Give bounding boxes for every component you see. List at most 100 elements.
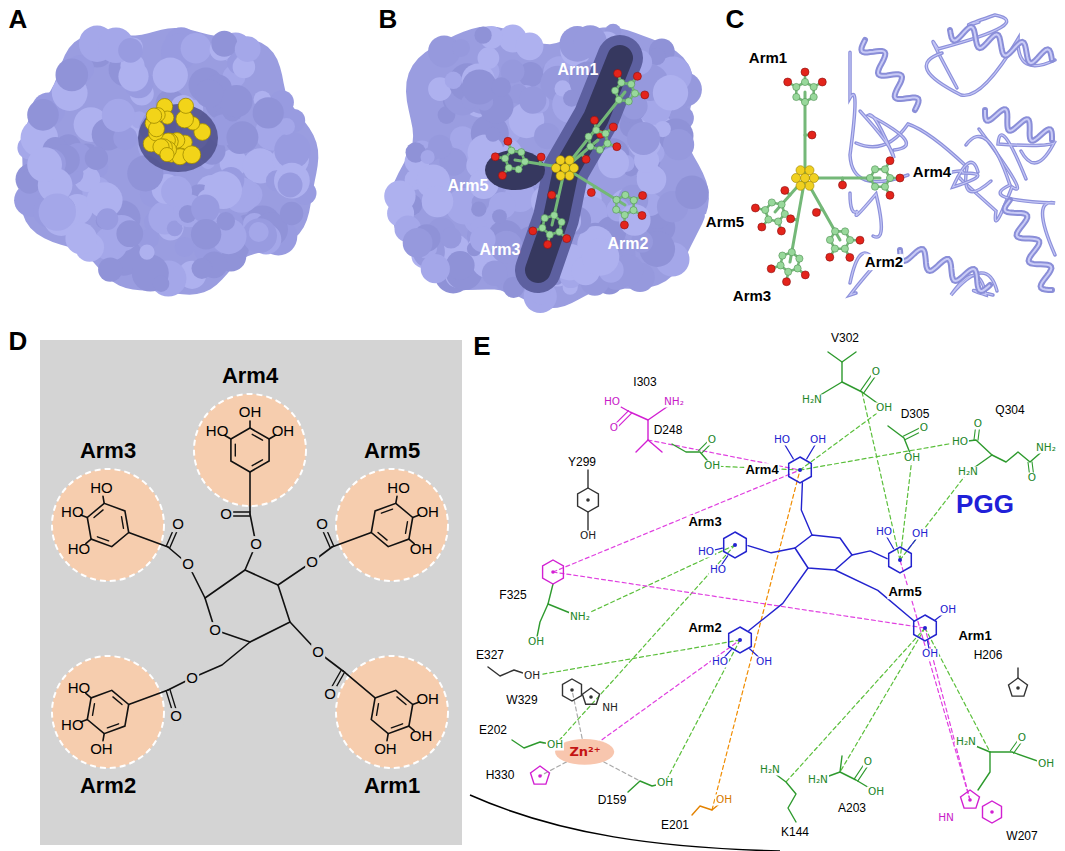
surface-bump <box>675 176 708 209</box>
atom-label: O <box>1027 472 1037 483</box>
atom-label: O <box>305 554 319 570</box>
atom-label: O <box>707 434 717 445</box>
glucose-ring <box>795 535 852 570</box>
surface-bump <box>153 58 188 93</box>
atom-label: OH <box>809 434 827 445</box>
carbon-atom <box>628 81 635 88</box>
residue-label: H330 <box>485 769 516 782</box>
stick <box>565 92 625 168</box>
panel-ground <box>40 340 462 845</box>
surface-bump <box>195 79 223 107</box>
carbon-atom <box>621 211 628 218</box>
arm-label: Arm2 <box>79 774 137 797</box>
residue-label: K144 <box>780 826 810 839</box>
atom-label: O <box>185 670 199 686</box>
double-bond <box>122 517 124 529</box>
atom-label: HO <box>951 436 969 447</box>
carbon-atom <box>596 146 603 153</box>
ribbon-highlight <box>850 193 881 237</box>
oxygen-atom <box>537 153 545 161</box>
interaction-line <box>786 628 925 782</box>
surface-bump <box>27 99 59 131</box>
atom-label: OH <box>415 504 440 520</box>
core-atom <box>556 156 565 165</box>
helix-highlight <box>985 109 1052 141</box>
helix-highlight <box>861 40 918 110</box>
surface-bump <box>445 72 462 89</box>
carbon-atom <box>539 224 546 231</box>
interaction-line <box>553 572 925 628</box>
oxygen-atom <box>609 123 617 131</box>
gallate-circle: Arm1OHOHOH <box>334 654 450 770</box>
arm-label: Arm3 <box>479 242 522 259</box>
gallate-circle: Arm4HOOHOH <box>192 392 308 508</box>
surface-bump <box>220 85 252 117</box>
atom-label: NH₂ <box>1035 442 1057 453</box>
surface-bump <box>217 212 235 230</box>
ribbon-highlight <box>856 124 991 192</box>
bond-line <box>103 734 104 741</box>
surface-bump <box>516 33 544 61</box>
residue-label: D159 <box>597 794 628 807</box>
core-atom <box>792 174 801 183</box>
core-atom <box>561 164 570 173</box>
gallate-circle: Arm5HOOHOH <box>334 467 450 583</box>
core-atom <box>805 181 814 190</box>
carbon-atom <box>775 218 782 225</box>
atom-label: OH <box>755 656 773 667</box>
gallate-circle: Arm2OHHOHO <box>50 654 166 770</box>
bond-line <box>343 671 375 698</box>
bond-line <box>648 440 662 452</box>
surface-bump <box>97 208 119 230</box>
surface-bump <box>211 31 237 57</box>
interaction-line <box>665 640 740 783</box>
atom-label: O <box>315 516 329 532</box>
carbon-atom <box>801 78 808 85</box>
atom-label: OH <box>415 691 440 707</box>
oxygen-atom <box>751 204 759 212</box>
helix <box>950 27 1052 63</box>
ring-outline <box>563 679 582 701</box>
carbon-atom <box>615 96 622 103</box>
surface-bump <box>482 261 508 287</box>
ring-outline <box>543 560 564 584</box>
carbon-atom <box>826 236 833 243</box>
aromatic-dot <box>586 498 590 502</box>
atom-label: O <box>219 506 233 522</box>
atom-label: O <box>169 708 183 724</box>
atom-label: HO <box>697 546 715 557</box>
bond-line <box>978 752 990 790</box>
helix <box>861 40 918 110</box>
atom-label: OH <box>921 648 939 659</box>
aromatic-dot <box>923 626 927 630</box>
atom-label: NH₂ <box>663 396 685 407</box>
carbon-atom <box>518 149 525 156</box>
atom-label: O <box>863 756 873 767</box>
residue-label: E327 <box>475 649 505 662</box>
helix <box>1005 200 1052 290</box>
arm-label: Arm3 <box>79 439 137 462</box>
ester-link <box>749 568 808 631</box>
carbon-atom <box>801 98 808 105</box>
oxygen-atom <box>781 186 789 194</box>
residue-label: W329 <box>505 694 538 707</box>
carbon-atom <box>762 206 769 213</box>
bond-line <box>387 734 388 741</box>
aromatic-dot <box>1016 686 1020 690</box>
surface-bump <box>161 176 192 207</box>
ribbon-highlight <box>860 111 906 158</box>
ribbon <box>926 39 1055 95</box>
helix <box>900 249 990 291</box>
surface-bump <box>452 39 470 57</box>
atom-label: H₂N <box>759 764 781 775</box>
bond-line <box>129 690 168 704</box>
aromatic-dot <box>798 468 802 472</box>
aromatic-dot <box>738 638 742 642</box>
oxygen-atom <box>856 236 864 244</box>
ring-outline <box>983 801 1002 823</box>
surface-bump <box>491 77 511 97</box>
interaction-line <box>840 628 925 772</box>
atom-label: OH <box>409 542 434 558</box>
carbon-atom <box>881 183 888 190</box>
carbon-atom <box>585 133 592 140</box>
